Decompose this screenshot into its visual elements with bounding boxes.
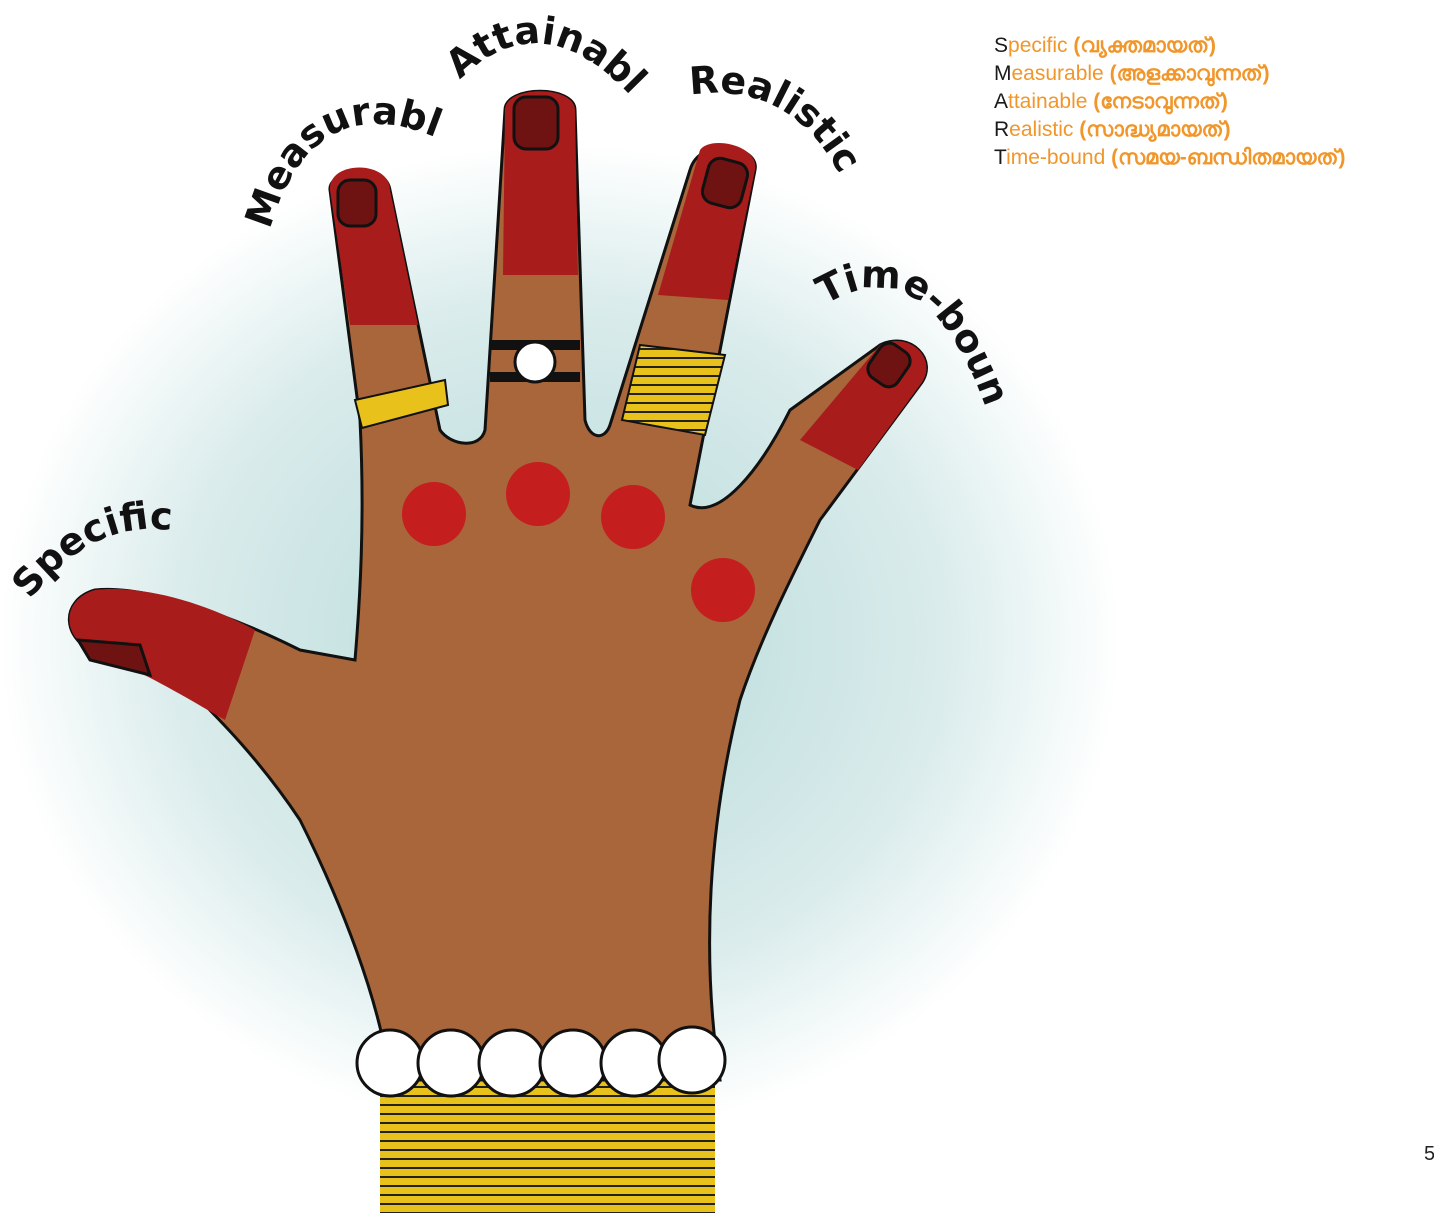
page-number: 5 [1424, 1143, 1434, 1166]
label-specific: Specific [3, 493, 174, 605]
legend-row-measurable: Measurable (അളക്കാവുന്നത്) [994, 60, 1345, 88]
striped-ring [622, 345, 725, 435]
legend-row-time-bound: Time-bound (സമയ-ബന്ധിതമായത്) [994, 144, 1345, 172]
knuckle-dot [402, 482, 466, 546]
smart-legend: Specific (വ്യക്തമായത്) Measurable (അളക്ക… [994, 32, 1345, 172]
legend-row-specific: Specific (വ്യക്തമായത്) [994, 32, 1345, 60]
sleeve-cuff [380, 1070, 715, 1213]
index-nail [338, 180, 376, 226]
label-attainable: Attainable [0, 0, 655, 102]
knuckle-dot [691, 558, 755, 622]
legend-row-attainable: Attainable (നേടാവുന്നത്) [994, 88, 1345, 116]
knuckle-dot [601, 485, 665, 549]
knuckle-dot [506, 462, 570, 526]
thumb-nail [78, 640, 150, 675]
hand-shape [69, 91, 926, 1080]
ring-pearl [515, 342, 555, 382]
middle-nail [514, 97, 558, 149]
legend-row-realistic: Realistic (സാദ്ധ്യമായത്) [994, 116, 1345, 144]
